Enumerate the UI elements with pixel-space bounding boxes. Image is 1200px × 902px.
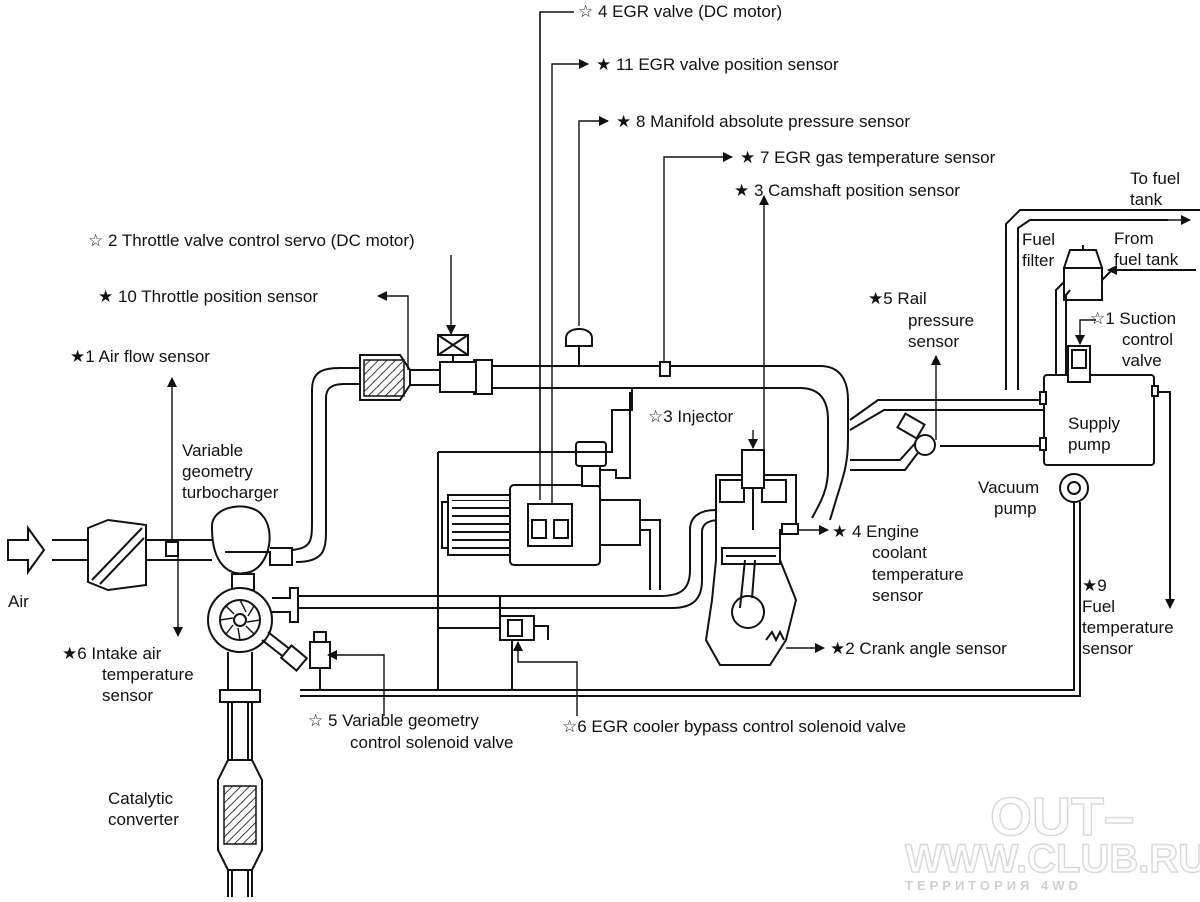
label-egr-valve: ☆ 4 EGR valve (DC motor): [578, 2, 782, 21]
label-fuel-temp-4: sensor: [1082, 639, 1133, 658]
label-fuel-temp-1: ★9: [1082, 576, 1107, 595]
air-intake: [7, 518, 222, 592]
label-vgt-solenoid-1: ☆ 5 Variable geometry: [308, 711, 479, 730]
label-supply-pump-1: Supply: [1068, 414, 1120, 433]
label-to-tank-2: tank: [1130, 190, 1163, 209]
labels: ☆ 4 EGR valve (DC motor) ★ 11 EGR valve …: [8, 2, 1180, 829]
label-coolant-4: sensor: [872, 586, 923, 605]
label-rail-pressure-3: sensor: [908, 332, 959, 351]
label-intake-temp-1: ★6 Intake air: [62, 644, 162, 663]
label-vgt-solenoid-2: control solenoid valve: [350, 733, 513, 752]
engine-block: [704, 449, 799, 666]
label-suction-2: control: [1122, 330, 1173, 349]
label-coolant-1: ★ 4 Engine: [832, 522, 919, 541]
watermark-line3: ТЕРРИТОРИЯ 4WD: [905, 878, 1082, 893]
label-fuel-filter-2: filter: [1022, 251, 1054, 270]
label-fuel-temp-2: Fuel: [1082, 597, 1115, 616]
label-rail-pressure-2: pressure: [908, 311, 974, 330]
label-throttle-position-sensor: ★ 10 Throttle position sensor: [98, 287, 318, 306]
supply-pump-body: [1043, 374, 1155, 466]
label-to-tank-1: To fuel: [1130, 169, 1180, 188]
label-crank-sensor: ★2 Crank angle sensor: [830, 639, 1007, 658]
label-catalytic-1: Catalytic: [108, 789, 174, 808]
label-vacuum-pump-2: pump: [994, 499, 1037, 518]
label-camshaft-sensor: ★ 3 Camshaft position sensor: [734, 181, 960, 200]
intake-piping: [291, 328, 849, 563]
label-vacuum-pump-1: Vacuum: [978, 478, 1039, 497]
label-fuel-temp-3: temperature: [1082, 618, 1174, 637]
egr-cooler: [298, 388, 721, 690]
label-supply-pump-2: pump: [1068, 435, 1111, 454]
label-air: Air: [8, 592, 29, 611]
label-intake-temp-2: temperature: [102, 665, 194, 684]
throttle-valve: [437, 334, 469, 385]
solenoids: [309, 596, 549, 690]
watermark-line1: OUT–: [990, 787, 1134, 847]
watermark-line2: WWW.CLUB.RU: [905, 837, 1200, 881]
label-egr-bypass-solenoid: ☆6 EGR cooler bypass control solenoid va…: [562, 717, 906, 736]
label-intake-temp-3: sensor: [102, 686, 153, 705]
label-turbo-3: turbocharger: [182, 483, 279, 502]
label-suction-1: ☆1 Suction: [1090, 309, 1176, 328]
label-air-flow-sensor: ★1 Air flow sensor: [70, 347, 210, 366]
label-coolant-2: coolant: [872, 543, 927, 562]
label-injector: ☆3 Injector: [648, 407, 734, 426]
label-egr-valve-position-sensor: ★ 11 EGR valve position sensor: [596, 55, 839, 74]
label-from-tank-1: From: [1114, 229, 1154, 248]
label-catalytic-2: converter: [108, 810, 179, 829]
turbocharger: [207, 505, 309, 760]
leader-lines: [167, 11, 1191, 716]
watermark: OUT– WWW.CLUB.RU ТЕРРИТОРИЯ 4WD: [904, 786, 1200, 893]
label-throttle-servo: ☆ 2 Throttle valve control servo (DC mot…: [88, 231, 415, 250]
map-sensor-body: [565, 328, 593, 347]
label-turbo-2: geometry: [182, 462, 253, 481]
label-coolant-3: temperature: [872, 565, 964, 584]
label-from-tank-2: fuel tank: [1114, 250, 1179, 269]
label-fuel-filter-1: Fuel: [1022, 230, 1055, 249]
egr-temp-sensor-body: [659, 361, 671, 377]
vgt-solenoid-body: [309, 641, 331, 669]
label-map-sensor: ★ 8 Manifold absolute pressure sensor: [616, 112, 910, 131]
label-rail-pressure-1: ★5 Rail: [868, 289, 927, 308]
label-turbo-1: Variable: [182, 441, 243, 460]
label-egr-gas-temp-sensor: ★ 7 EGR gas temperature sensor: [740, 148, 996, 167]
label-suction-3: valve: [1122, 351, 1162, 370]
fuel-system: [300, 209, 1200, 697]
catalytic-converter: [217, 759, 263, 897]
intake-temp-sensor-body: [165, 541, 179, 557]
